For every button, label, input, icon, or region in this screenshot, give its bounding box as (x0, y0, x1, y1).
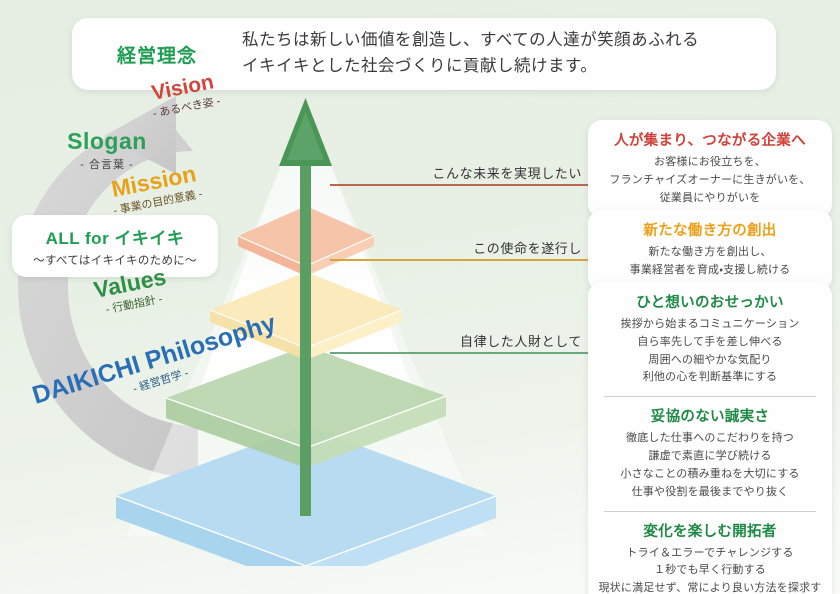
mission-card-title: 新たな働き方の創出 (643, 223, 777, 239)
vision-card-body: お客様にお役立ちを、 フランチャイズオーナーに生きがいを、 従業員にやりがいを (609, 156, 811, 204)
slogan-main-text: ALL for イキイキ (45, 229, 185, 248)
connector-mission-line (330, 259, 588, 261)
connector-mission-label: この使命を遂行し (473, 241, 582, 256)
values-section: 変化を楽しむ開拓者 トライ＆エラーでチャレンジする １秒でも早く行動する 現状に… (598, 520, 822, 594)
values-section-body: 挨拶から始まるコミュニケーション 自ら率先して手を差し伸べる 周囲への細やかな気… (620, 318, 800, 384)
values-section-title: 変化を楽しむ開拓者 (643, 523, 777, 540)
vision-detail-card: 人が集まり、つながる企業へ お客様にお役立ちを、 フランチャイズオーナーに生きが… (588, 120, 832, 219)
section-divider (604, 510, 816, 512)
values-section-body: トライ＆エラーでチャレンジする １秒でも早く行動する 現状に満足せず、常により良… (598, 546, 822, 594)
slogan-arrow-label: Slogan - 合言葉 - (42, 128, 172, 172)
section-divider (604, 396, 816, 398)
mission-card-body: 新たな働き方を創出し、 事業経営者を育成・支援し続ける (629, 246, 791, 276)
up-arrow-icon (279, 98, 332, 516)
values-section-title: ひと想いのおせっかい (636, 295, 784, 311)
connector-values-line (330, 352, 588, 354)
slogan-arrow-title: Slogan (67, 128, 147, 154)
slogan-card: ALL for イキイキ ～すべてはイキイキのために～ (12, 215, 218, 277)
connector-values-label: 自律した人財として (459, 334, 582, 349)
values-section: ひと想いのおせっかい 挨拶から始まるコミュニケーション 自ら率先して手を差し伸べ… (598, 291, 822, 387)
vision-card-title: 人が集まり、つながる企業へ (614, 133, 806, 149)
connector-mission: この使命を遂行し (330, 225, 588, 261)
connector-values: 自律した人財として (330, 318, 588, 354)
slogan-sub-text: ～すべてはイキイキのために～ (33, 255, 197, 267)
connector-vision: こんな未来を実現したい (330, 150, 588, 186)
curved-arrow-icon (18, 96, 198, 478)
values-detail-card: ひと想いのおせっかい 挨拶から始まるコミュニケーション 自ら率先して手を差し伸べ… (588, 282, 832, 594)
slogan-arrow-subtitle: - 合言葉 - (80, 159, 134, 171)
philosophy-statement: 私たちは新しい価値を創造し、すべての人達が笑顔あふれる イキイキとした社会づくり… (242, 31, 700, 75)
values-section-body: 徹底した仕事へのこだわりを持つ 謙虚で素直に学び続ける 小さなことの積み重ねを大… (620, 432, 800, 498)
connector-vision-line (330, 184, 588, 186)
management-philosophy-card: 経営理念 私たちは新しい価値を創造し、すべての人達が笑顔あふれる イキイキとした… (72, 18, 776, 90)
page-title: 経営理念 (116, 45, 197, 67)
pyramid-graphic (115, 96, 497, 566)
values-section: 妥協のない誠実さ 徹底した仕事へのこだわりを持つ 謙虚で素直に学び続ける 小さな… (598, 405, 822, 501)
mission-detail-card: 新たな働き方の創出 新たな働き方を創出し、 事業経営者を育成・支援し続ける (588, 210, 832, 291)
values-section-title: 妥協のない誠実さ (650, 409, 770, 426)
connector-vision-label: こんな未来を実現したい (432, 166, 582, 181)
